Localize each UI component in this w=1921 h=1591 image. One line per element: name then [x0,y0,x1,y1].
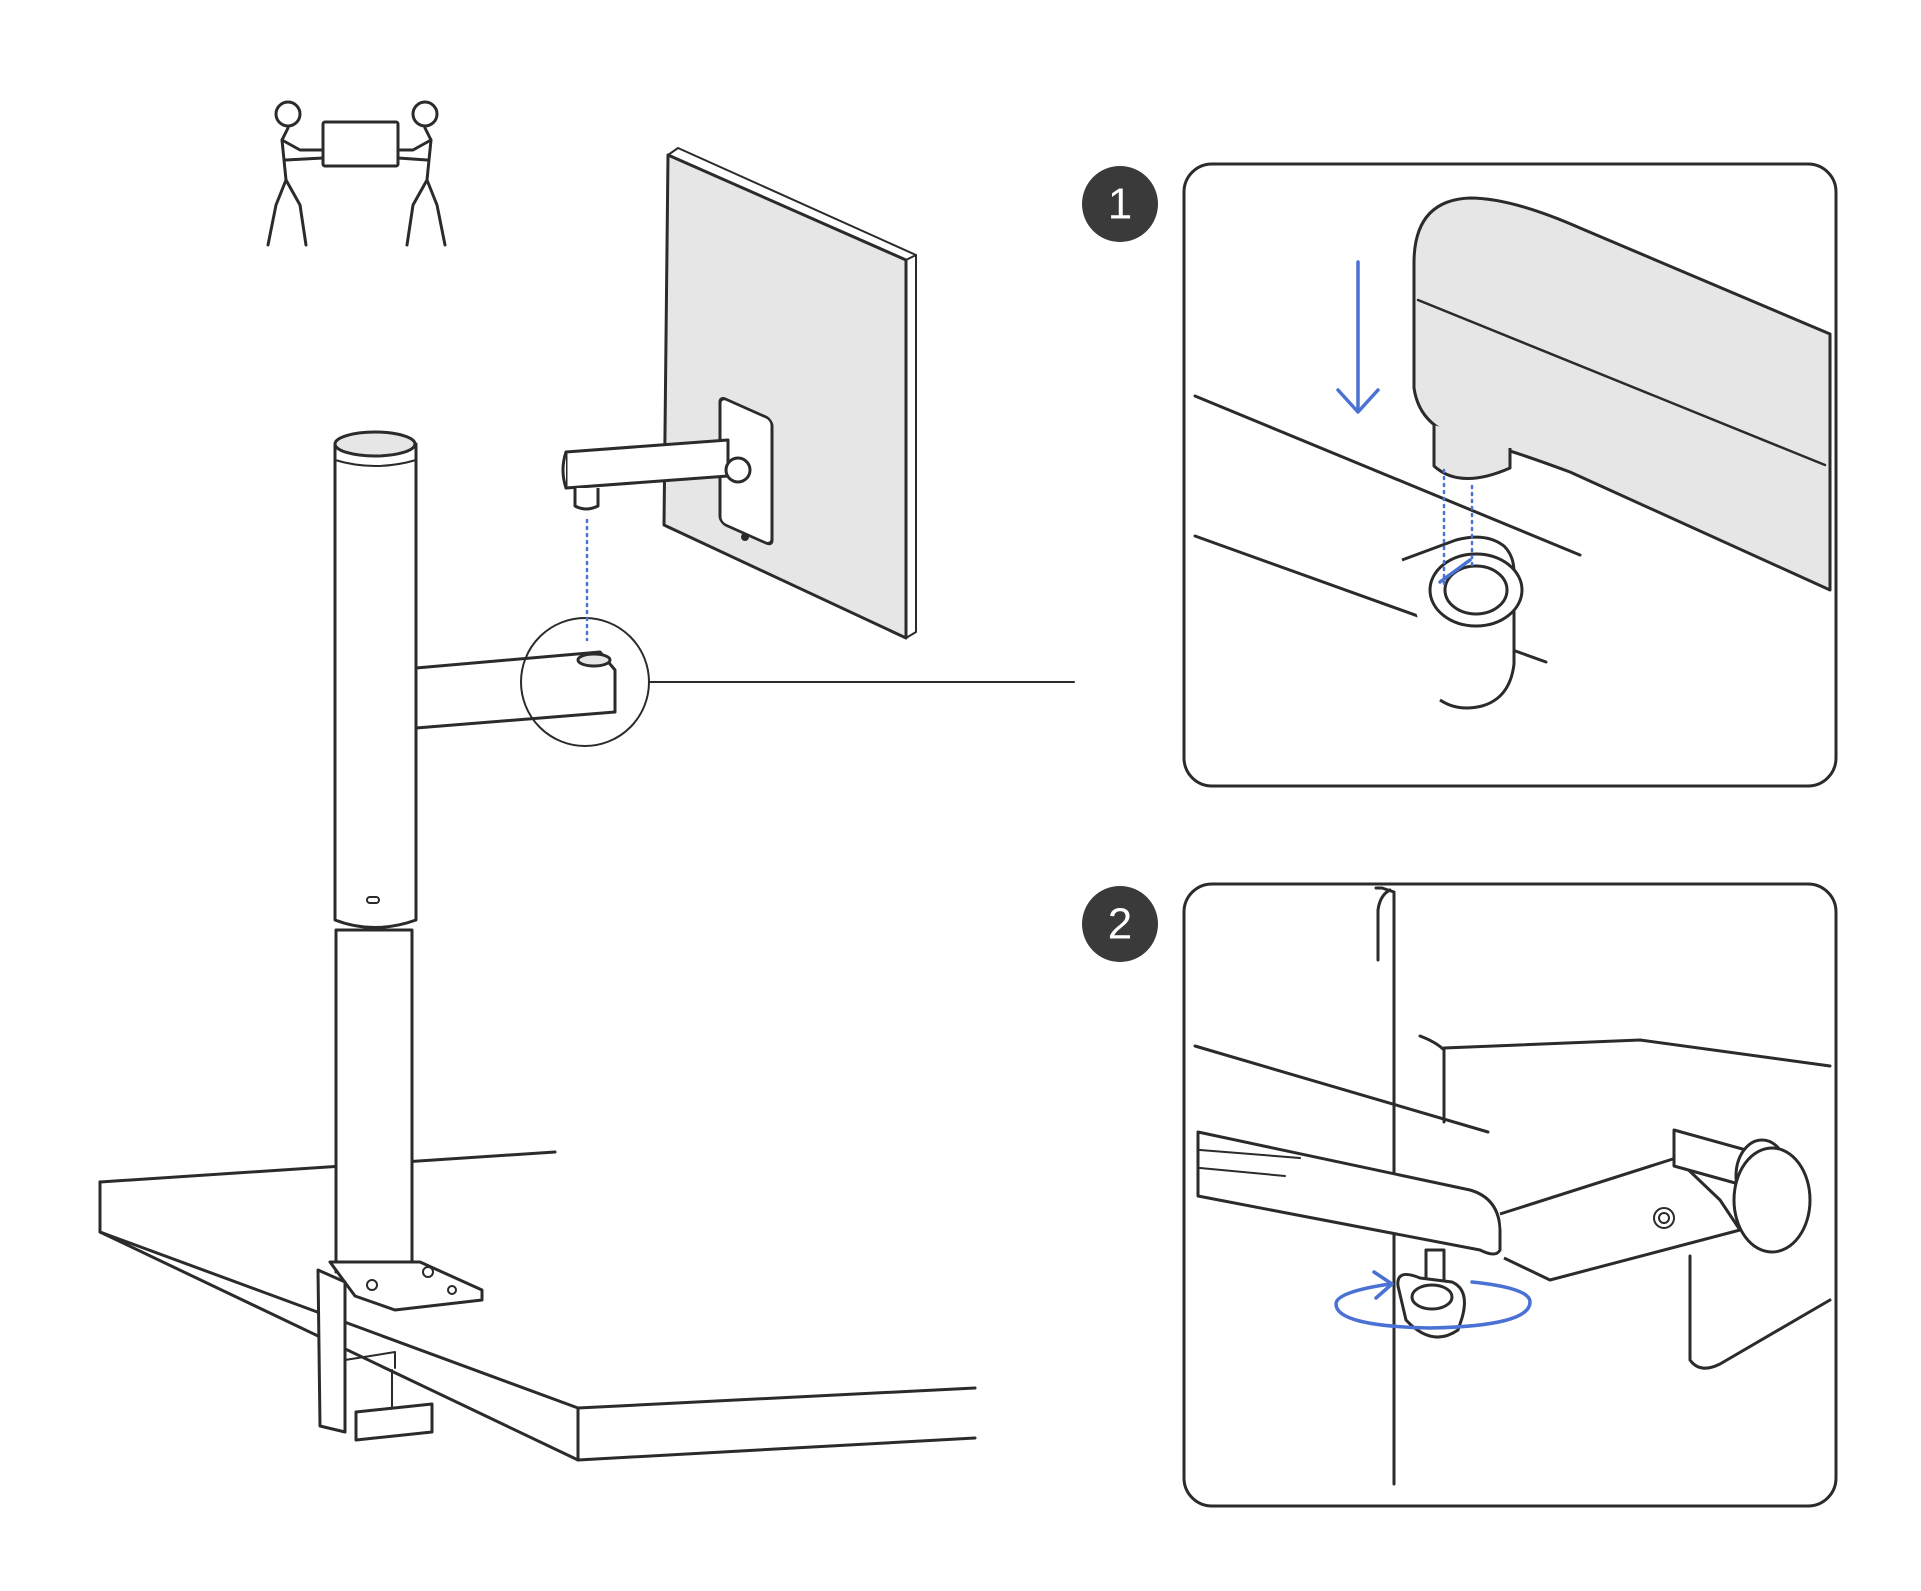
monitor-arm [561,438,752,511]
down-arrow-icon [1336,260,1380,414]
step-1-panel [1182,162,1838,788]
desk [98,1150,977,1462]
step-2-panel [1182,882,1838,1508]
step-2-badge: 2 [1082,886,1158,962]
two-person-lift-icon [266,100,447,247]
step-2-badge-circle [1082,886,1158,962]
monitor-pole [333,430,418,1274]
rotate-arrow-icon [1334,1270,1532,1330]
lower-arm [414,650,617,730]
detail-callout [520,617,1075,747]
step-2-number: 2 [1108,900,1132,949]
alignment-line [1438,558,1472,584]
alignment-dots-step-1 [1442,468,1474,587]
step-1-badge: 1 [1082,166,1158,242]
step-1-number: 1 [1108,180,1132,229]
monitor [662,147,917,640]
step-1-badge-circle [1082,166,1158,242]
desk-clamp [316,1260,484,1442]
